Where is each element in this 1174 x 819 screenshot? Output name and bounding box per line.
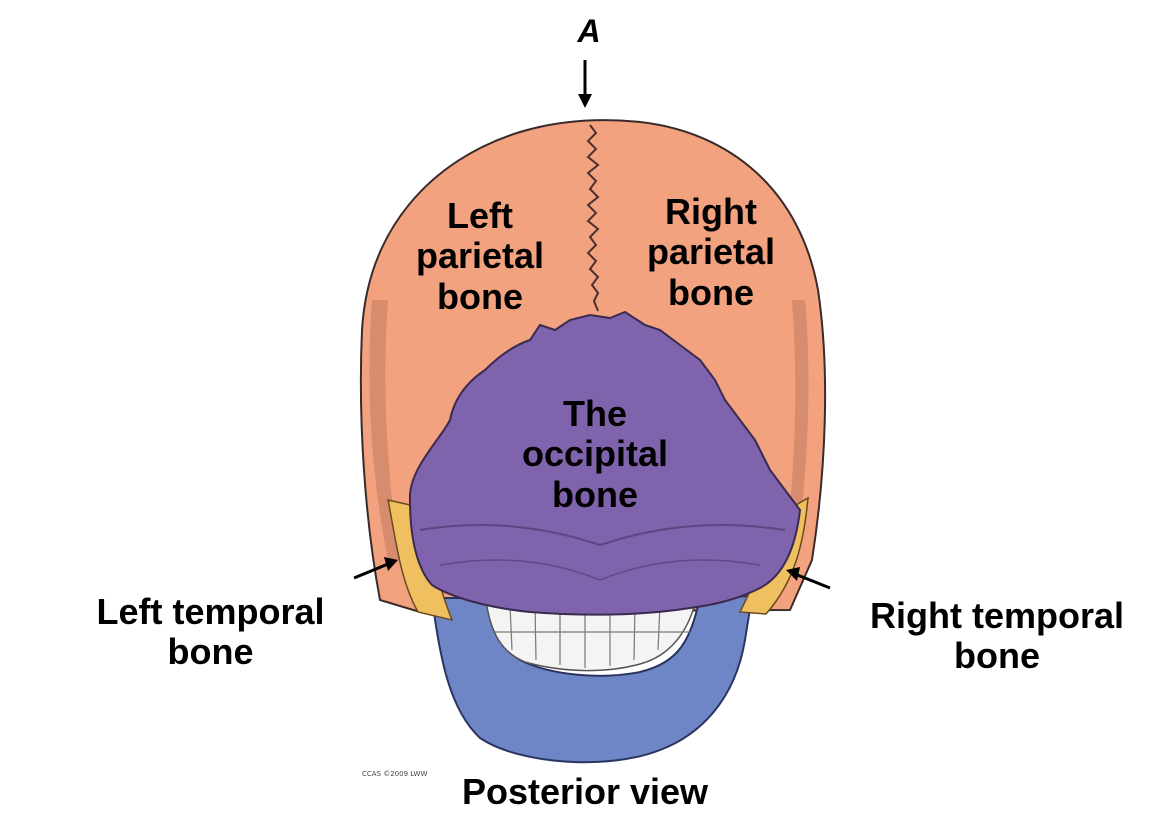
occipital-ridge (419, 524, 786, 547)
label-occipital-bone: The occipital bone (521, 393, 669, 515)
left-side-shading (369, 300, 400, 560)
label-left-parietal-bone: Left parietal bone (415, 195, 545, 317)
image-credit: CCAS ©2009 LWW (362, 770, 427, 778)
label-right-parietal-bone: Right parietal bone (646, 191, 776, 313)
label-right-temporal-bone: Right temporal bone (869, 595, 1124, 677)
arrow-to-point-a (578, 60, 592, 108)
label-point-a: A (577, 13, 601, 49)
occipital-ridge-lower (439, 559, 761, 581)
arrow-to-left-temporal (353, 557, 398, 580)
arrow-to-right-temporal (786, 567, 831, 590)
right-side-shading (784, 300, 809, 560)
occipital-bone-region (408, 310, 802, 616)
caption-posterior-view: Posterior view (461, 771, 709, 812)
mandible-region (430, 594, 754, 764)
teeth-region (485, 599, 697, 672)
sagittal-suture (586, 124, 600, 312)
label-left-temporal-bone: Left temporal bone (96, 591, 325, 673)
